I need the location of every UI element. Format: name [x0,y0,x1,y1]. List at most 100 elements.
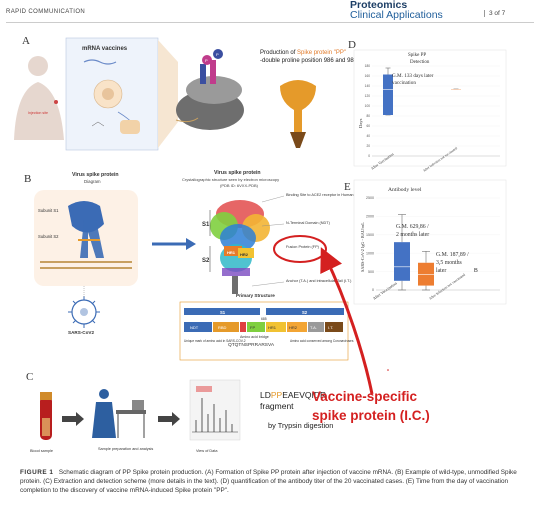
header-rule [6,22,534,23]
blood-sample-label: Blood sample [30,449,53,453]
lab-worker [92,389,146,438]
journal-line-2: Clinical Applications [350,9,443,21]
panel-c-letter: C [26,371,33,383]
prep-label: Sample preparation and analysis [98,447,153,451]
panel-e: E Antibody level SARS-CoV-2 IgG - BAU/mL… [344,179,507,305]
conserved-note: Amino acid conserved among Coronaviruses [290,339,354,343]
figure-caption: FIGURE 1 Schematic diagram of PP Spike p… [20,468,530,495]
subunit-s2-label: Subunit S2 [38,234,59,239]
page-number: 3 of 7 [484,10,505,17]
e-annotation-right-2: 3,5 months [436,260,463,266]
d-y-tick: 140 [365,84,371,88]
sequence: QTQTNSPRRARSVA [228,342,275,348]
virus-label: SARS-CoV2 [68,330,94,335]
panel-a: A Injection site mRNA vaccines P [14,35,358,151]
s2-bar-label: S2 [302,310,308,315]
e-annotation-right-1: G.M. 187,89 / [436,252,469,258]
d-y-tick: 60 [366,124,370,128]
caption-label: FIGURE 1 [20,469,54,476]
virus-icon [68,286,100,328]
spike-diagram [40,201,132,269]
d-ylabel: Days [358,118,363,128]
aa-bridge-label: Amino acid bridge [240,335,269,339]
domain-rbd: RBD [218,325,227,330]
spike-pp-protein [280,80,316,148]
view-label: View of Data [196,449,218,453]
crystal-structure [210,200,270,294]
panel-b: B Virus spike protein Diagram Subunit S1… [24,170,375,361]
running-head: RAPID COMMUNICATION [6,9,86,15]
s1-bar-label: S1 [220,310,226,315]
left-title: Virus spike protein [72,172,119,178]
arrow-2 [158,412,180,426]
injection-label: Injection site [28,111,48,115]
e-y-tick: 2500 [366,196,374,200]
mrna-box-title: mRNA vaccines [82,46,128,52]
hr1-label: HR1 [227,250,236,255]
spectrum-view [189,379,241,441]
e-annotation-right-3: later [436,268,446,274]
d-box [383,74,393,115]
d-y-tick: 100 [365,104,371,108]
fragment-word: fragment [260,401,294,411]
note-fusion: Fusion Protein (FP) [286,245,320,249]
panel-e-letter: E [344,181,351,193]
d-title-2: Detection [410,60,430,65]
journal-title: Proteomics Clinical Applications [350,0,443,20]
d-y-tick: 180 [365,64,371,68]
b-arrow-head [186,238,196,250]
blood-tube [40,392,52,440]
d-y-tick: 120 [365,94,371,98]
domain-fp: FP [250,325,255,330]
e-y-tick: 1500 [366,233,374,237]
domain-ta: T.A. [310,325,317,330]
arrow-1 [62,412,84,426]
panel-c: C [26,371,333,453]
hr2-label: HR2 [240,252,249,257]
panel-d-frame [353,49,507,167]
red-arrow [320,247,374,395]
domain-ndt: NDT [190,325,199,330]
e-boxes [394,214,434,291]
d-y-tick: 20 [366,144,370,148]
primary-structure-label: Primary Structure [236,293,275,298]
e-y-tick: 0 [372,288,374,292]
domain-it: I.T. [328,325,333,330]
e-marker-b: B [474,268,478,274]
e-title: Antibody level [388,187,422,193]
production-note-2: -double proline position 986 and 987 [260,58,358,64]
subunit-s1-label: Subunit S1 [38,208,59,213]
d-y-tick: 80 [366,114,370,118]
digestion-label: by Trypsin digestion [268,421,333,430]
e-box [418,262,434,286]
red-note-line-1: Vaccine-specific [312,389,418,404]
journal-line-1: Proteomics [350,0,408,11]
d-y-tick: 0 [368,154,370,158]
pdb-id: (PDB ID: 6VXX-PDB) [220,183,259,188]
panel-a-letter: A [22,35,30,47]
e-ylabel: SARS-CoV-2 IgG - BAU/mL [360,222,365,272]
d-title-1: Spike PP [408,53,426,58]
panel-b-letter: B [24,173,31,185]
unique-mark-note: Unique mark of amino acid in SARS-COV-2 [184,339,246,343]
d-annotation-2: vaccination [392,80,416,86]
zoom-wedge [158,40,178,148]
domain-hr2: HR2 [289,325,298,330]
e-annotation-left-2: 2 months later [396,232,429,238]
ribosome-illustration: P P [175,49,244,130]
svg-text:P: P [205,58,208,63]
red-note-line-2: spike protein (I.C.) [312,408,430,423]
e-box [394,242,410,281]
body-silhouette [14,56,64,140]
primary-structure-bar: S1 S2 685 NDT RBD FP HR1 HR2 T.A. I.T. A… [179,301,354,361]
svg-text:P: P [216,52,219,57]
s1-label: S1 [202,222,210,228]
cell-diagram [83,59,140,134]
note-ntd: N-Terminal Domain (NDT) [286,221,331,225]
note-anchor: Anchor (T.A.) and intracellular Tail (I.… [286,279,352,283]
domain-hr1: HR1 [268,325,277,330]
d-annotation-1: G.M. 133 days later [392,73,434,79]
d-y-tick: 160 [365,74,371,78]
caption-text: Schematic diagram of PP Spike protein pr… [20,469,517,494]
e-y-tick: 500 [368,270,374,274]
